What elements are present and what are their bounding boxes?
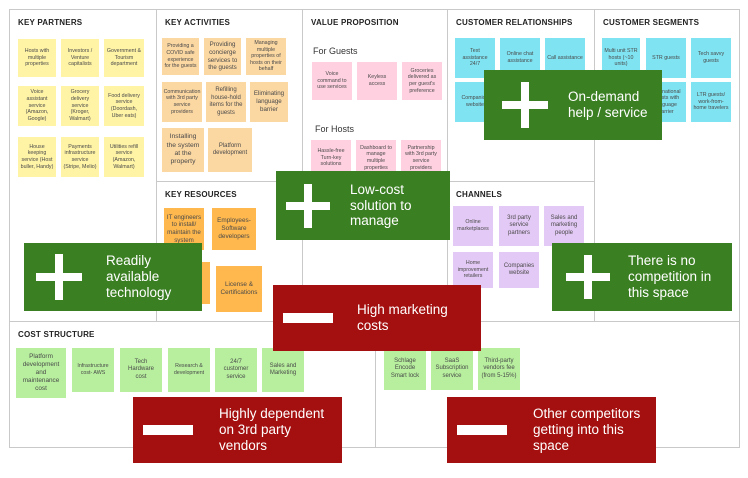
note-cst1: Platform development and maintenance cos… [16,348,66,398]
banner-on-demand-text: On-demand help / service [568,89,648,120]
banner-high-marketing: High marketing costs [273,285,481,351]
note-ka2: Providing concierge services to the gues… [204,38,241,75]
customer-segments-title: Customer Segments [603,18,700,27]
plus-icon [566,255,610,299]
note-vp1: Voice command to use services [312,62,352,100]
note-kp7: House keeping service (Host buller, Hand… [18,137,56,177]
for-hosts-subheading: For Hosts [315,124,355,134]
note-cs5: LTR guests/ work-from-home travelers [691,82,731,122]
note-cst5: 24/7 customer service [215,348,257,392]
plus-icon [502,82,548,128]
value-proposition-title: Value Proposition [311,18,399,27]
banner-readily-available-text: Readily available technology [106,253,172,300]
minus-icon [143,425,193,435]
key-activities-title: Key Activities [165,18,231,27]
note-kp6: Food delivery service (Doordash, Uber ea… [104,86,144,126]
note-cst2: Infrastructure cost- AWS [72,348,114,392]
note-vp6: Partnership with 3rd party service provi… [401,140,441,176]
banner-other-competitors: Other competitors getting into this spac… [447,397,656,463]
cost-structure-title: Cost Structure [18,330,95,339]
minus-icon [283,313,333,323]
note-ka1: Providing a COVID safe experience for th… [162,38,199,75]
banner-low-cost-text: Low-cost solution to manage [350,181,412,229]
note-vp2: Keyless access [357,62,397,100]
banner-high-marketing-text: High marketing costs [357,302,448,333]
note-ka6: Eliminating language barrier [250,82,288,122]
note-ka5: Refilling house-hold items for the guest… [206,82,246,122]
note-kp2: Investors / Venture capitalists [61,39,99,77]
note-kp5: Grocery delivery service (Kroger, Walmar… [61,86,99,126]
for-guests-subheading: For Guests [313,46,358,56]
note-kp4: Voice assistant service (Amazon, Google) [18,86,56,126]
plus-icon [286,183,330,228]
banner-highly-dependent: Highly dependent on 3rd party vendors [133,397,342,463]
note-cst4: Research & development [168,348,210,392]
note-kp1: Hosts with multiple properties [18,39,56,77]
note-ka3: Managing multiple properties of hosts on… [246,38,286,75]
plus-icon [36,254,82,300]
note-ka4: Communication with 3rd party service pro… [162,82,202,122]
note-vp4: Hassle-free Turn-key solutions [311,140,351,176]
note-vp3: Groceries delivered as per guest's prefe… [402,62,442,100]
note-cst9: Third-party vendors fee (from 5-15%) [478,348,520,390]
banner-no-competition-text: There is no competition in this space [628,253,712,300]
customer-relationships-title: Customer Relationships [456,18,573,27]
note-kp8: Payments infrastructure service (Stripe,… [61,137,99,177]
note-kp3: Government & Tourism department [104,39,144,77]
note-cst8: SaaS Subscription service [431,348,473,390]
banner-low-cost: Low-cost solution to manage [276,171,450,240]
key-resources-title: Key Resources [165,190,237,199]
note-cst3: Tech Hardware cost [120,348,162,392]
note-ch1: Online marketplaces [453,206,493,246]
note-ch3: Sales and marketing people [544,206,584,246]
note-cst7: Schlage Encode Smart lock [384,348,426,390]
note-cs3: Tech savvy guests [691,38,731,78]
key-partners-title: Key Partners [18,18,83,27]
note-vp5: Dashboard to manage multiple properties [356,140,396,176]
banner-on-demand: On-demand help / service [484,70,662,140]
minus-icon [457,425,507,435]
note-kr4: License & Certifications [216,266,262,312]
note-kr2: Employees- Software developers [212,208,256,250]
note-ka8: Platform development [208,128,252,172]
banner-highly-dependent-text: Highly dependent on 3rd party vendors [219,406,325,453]
note-kp9: Utilities refill service (Amazon, Walmar… [104,137,144,177]
note-ch5: Companies website [499,252,539,288]
banner-other-competitors-text: Other competitors getting into this spac… [533,406,641,453]
channels-title: Channels [456,190,503,199]
note-cst6: Sales and Marketing [262,348,304,392]
banner-readily-available: Readily available technology [24,243,202,311]
note-ch2: 3rd party service partners [499,206,539,246]
note-ka7: Installing the system at the property [162,128,204,172]
note-ch4: Home improvement retailers [453,252,493,288]
banner-no-competition: There is no competition in this space [552,243,732,311]
